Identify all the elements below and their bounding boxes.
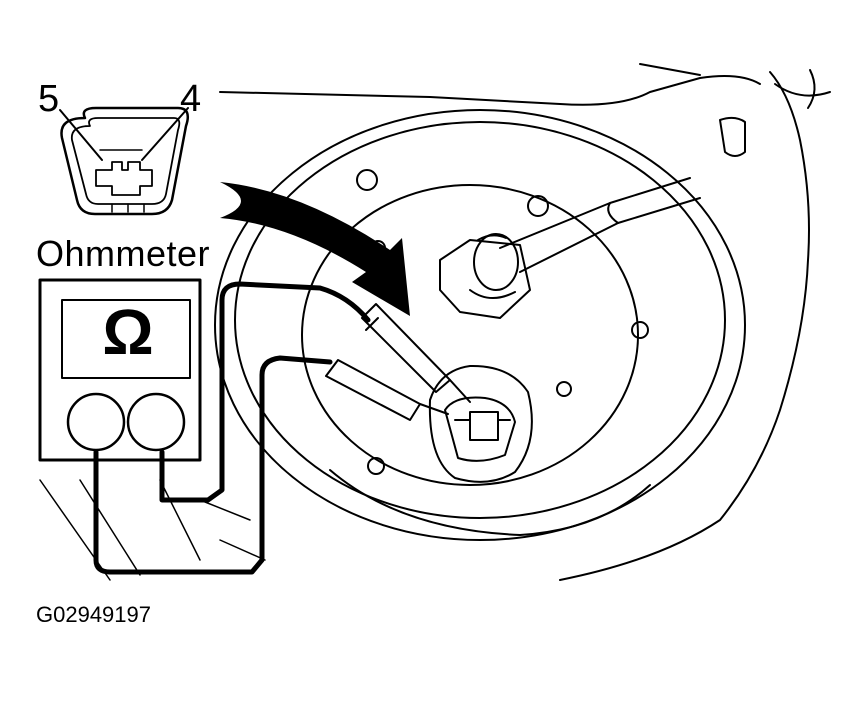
ohm-symbol-icon: Ω <box>102 296 154 368</box>
pump-connector <box>439 233 531 319</box>
pin-4-label: 4 <box>180 78 202 120</box>
ohmmeter-label: Ohmmeter <box>36 233 211 274</box>
pin-leader-lines <box>59 107 189 161</box>
pump-flange <box>214 109 746 541</box>
harness-connector <box>428 364 533 483</box>
connector-face-view <box>60 106 189 216</box>
pointer-arrow <box>220 182 410 316</box>
test-leads <box>93 281 371 575</box>
tank-outline <box>219 63 831 581</box>
ohmmeter <box>38 278 202 462</box>
pin-5-label: 5 <box>38 78 60 120</box>
hatching <box>39 479 266 581</box>
test-probes <box>325 303 471 421</box>
figure-id: G02949197 <box>36 602 151 627</box>
fuel-hose <box>499 177 701 273</box>
bolt-holes <box>356 169 649 475</box>
